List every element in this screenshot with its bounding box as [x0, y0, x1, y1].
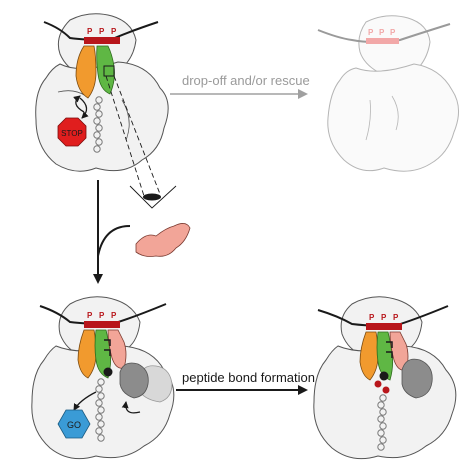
- site-label: P: [390, 28, 396, 37]
- go-hexagon: [57, 409, 91, 439]
- zoom-funnel: [129, 185, 177, 209]
- mrna-site-1: [84, 321, 96, 328]
- peptide-chain: [93, 96, 103, 153]
- site-label: P: [99, 311, 105, 320]
- peptide-label: peptide bond formation: [182, 370, 315, 385]
- ribosome-bottom-left: P P P GO: [31, 296, 175, 460]
- mrna-site-1: [84, 37, 96, 44]
- trna-green: [96, 45, 115, 95]
- zoom-inset: [129, 185, 177, 209]
- peptide-arrow-group: peptide bond formation: [176, 370, 315, 395]
- mrna-site-3: [108, 321, 120, 328]
- site-label: P: [368, 28, 374, 37]
- mrna-site-3: [390, 323, 402, 330]
- peptidyl-marker: [374, 380, 382, 388]
- mrna-site-1: [366, 323, 378, 330]
- ribosome-detail-line: [365, 99, 371, 141]
- small-subunit: [327, 63, 459, 172]
- site-label: P: [87, 311, 93, 320]
- peptidyl-marker: [103, 367, 113, 377]
- ribosome-detail-line: [391, 95, 399, 131]
- factor-gray: [401, 358, 433, 399]
- site-label: P: [87, 27, 93, 36]
- mrna-site-3: [388, 38, 399, 44]
- bracket: [386, 351, 393, 358]
- curved-arrow: [79, 97, 89, 119]
- zoom-line: [113, 75, 161, 195]
- site-label: P: [111, 311, 117, 320]
- mrna-site-2: [96, 37, 108, 44]
- transition-arrow-group: [93, 180, 191, 284]
- go-label: GO: [67, 420, 81, 430]
- merge-curve: [97, 225, 131, 257]
- bracket: [104, 349, 111, 356]
- mrna-site-2: [377, 38, 388, 44]
- site-label: P: [381, 313, 387, 322]
- mrna-site-2: [378, 323, 390, 330]
- peptidyl-marker: [379, 371, 389, 381]
- site-label: P: [393, 313, 399, 322]
- trna-orange: [75, 45, 97, 99]
- mrna-site-2: [96, 321, 108, 328]
- zoom-line: [105, 75, 145, 197]
- curved-arrow: [121, 401, 141, 414]
- site-label: P: [369, 313, 375, 322]
- mrna-site-3: [108, 37, 120, 44]
- incoming-trna: [135, 223, 191, 257]
- dropoff-arrow-group: drop-off and/or rescue: [170, 73, 310, 99]
- bracket: [104, 339, 111, 346]
- factor-gray: [119, 362, 149, 399]
- stop-octagon: [57, 117, 87, 147]
- ribosome-detail-line: [121, 99, 130, 141]
- peptidyl-marker: [382, 386, 390, 394]
- mrna-site-1: [366, 38, 377, 44]
- bracket: [386, 341, 393, 348]
- ribosome-bottom-right: P P P: [313, 296, 457, 460]
- ribosome-top-left: P P P STOP: [35, 13, 169, 197]
- peptide-chain: [377, 394, 387, 451]
- zoom-element: [143, 193, 161, 201]
- stop-label: STOP: [61, 129, 83, 138]
- curved-arrow: [73, 95, 85, 113]
- peptide-chain: [95, 378, 105, 442]
- zoom-box: [103, 65, 115, 77]
- dropoff-label: drop-off and/or rescue: [182, 73, 310, 88]
- ribosome-top-right-faded: P P P: [317, 15, 459, 172]
- site-label: P: [99, 27, 105, 36]
- site-label: P: [379, 28, 385, 37]
- curved-arrow: [73, 391, 97, 411]
- site-label: P: [111, 27, 117, 36]
